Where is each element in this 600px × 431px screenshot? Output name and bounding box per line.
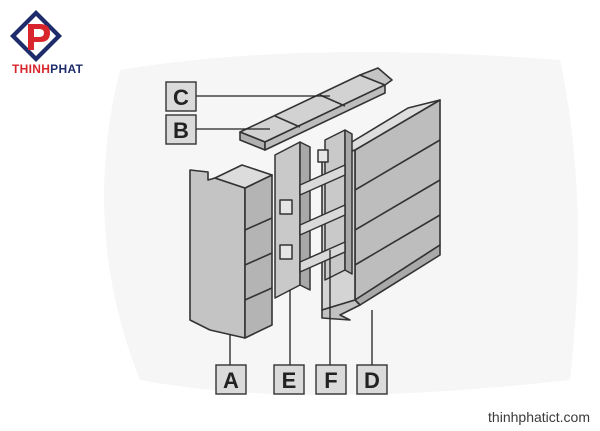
label-e-text: E [282,368,297,393]
label-a-text: A [223,368,239,393]
part-b-c-channel [239,67,393,151]
label-a: A [215,364,247,395]
brand-name-part1: THINH [12,62,51,76]
brand-logo [6,8,86,70]
logo-mark-icon [10,10,62,62]
leader-lines [195,95,373,365]
label-e: E [273,364,305,395]
label-c-text: C [173,85,189,110]
label-b-text: B [173,118,189,143]
brand-name: THINHPHAT [12,62,83,76]
website-url: thinhphatict.com [488,409,590,425]
label-c: C [165,81,197,112]
brand-name-part2: PHAT [50,62,84,76]
part-a-base [189,164,273,339]
label-d-text: D [364,368,380,393]
label-f: F [315,364,347,395]
label-f-text: F [324,368,337,393]
internal-brackets [274,129,353,299]
label-d: D [356,364,388,395]
label-b: B [165,114,197,145]
